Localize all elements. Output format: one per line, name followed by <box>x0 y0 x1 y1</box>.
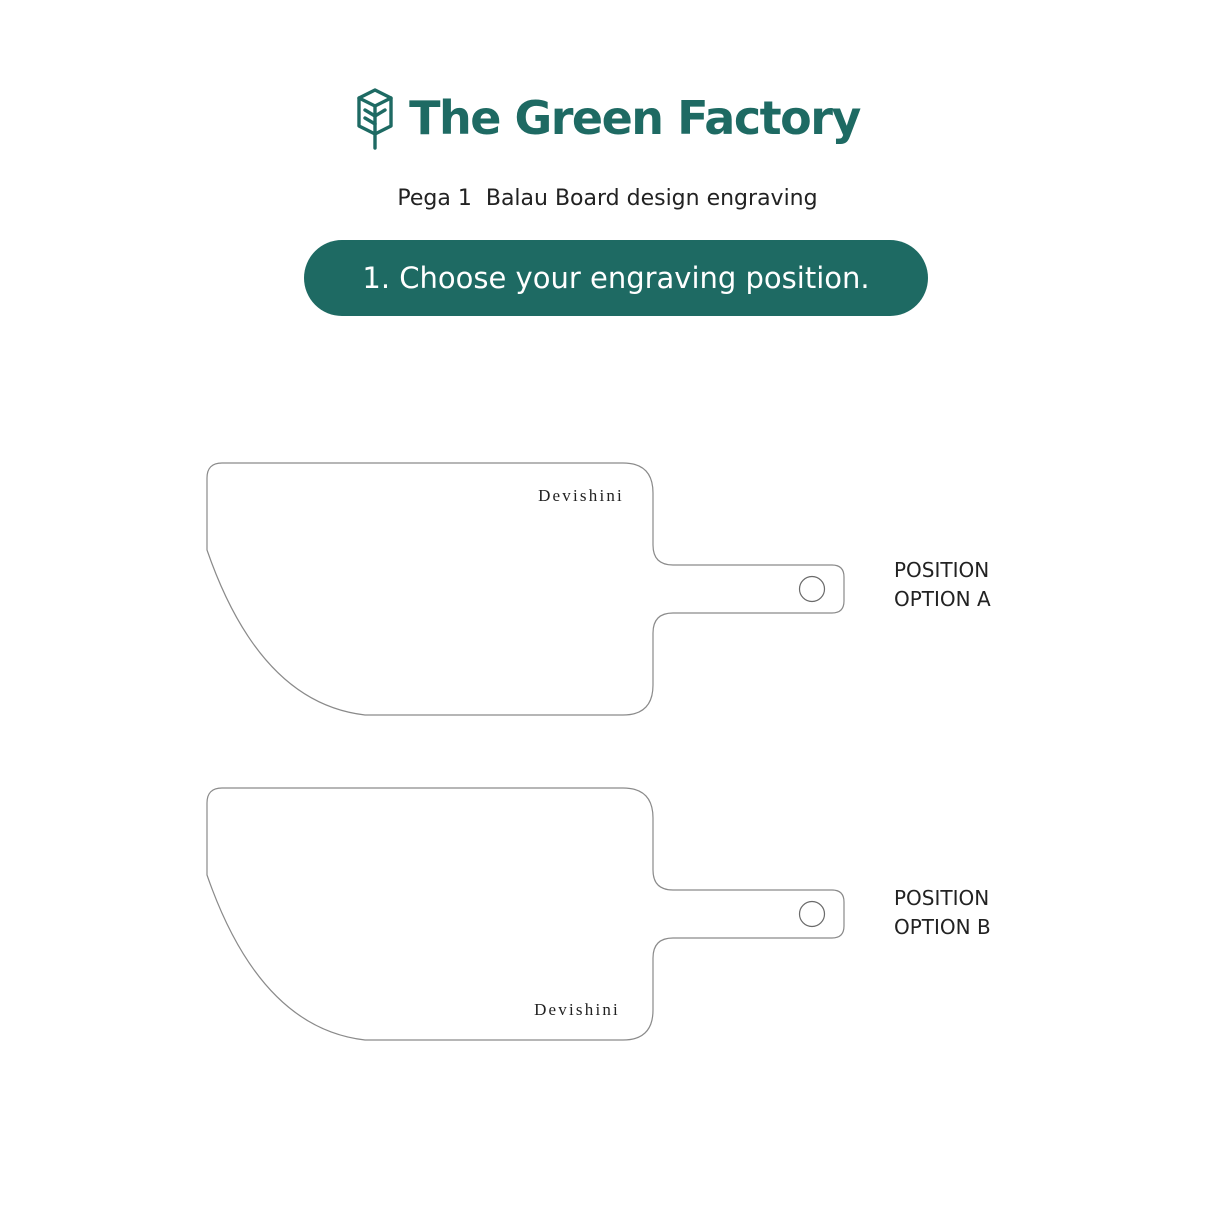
board-a-engraving-text: Devishini <box>538 486 624 505</box>
board-b-hang-hole <box>798 900 826 928</box>
board-b-engraving-text: Devishini <box>534 1000 620 1019</box>
brand-header: The Green Factory <box>0 82 1215 154</box>
brand-name: The Green Factory <box>409 91 861 145</box>
leaf-box-logo-icon <box>357 88 393 150</box>
board-a-hang-hole <box>798 575 826 603</box>
position-option-b-label[interactable]: POSITION OPTION B <box>894 884 991 942</box>
page-subtitle: Pega 1 Balau Board design engraving <box>397 186 818 211</box>
position-b-line1: POSITION <box>894 886 990 910</box>
position-a-line2: OPTION A <box>894 587 991 611</box>
position-a-line1: POSITION <box>894 558 990 582</box>
position-option-a-label[interactable]: POSITION OPTION A <box>894 556 991 614</box>
position-b-line2: OPTION B <box>894 915 991 939</box>
step-title: 1. Choose your engraving position. <box>362 261 870 295</box>
board-b-outline: Devishini <box>206 787 845 1041</box>
board-a-outline: Devishini <box>206 462 845 716</box>
step-banner: 1. Choose your engraving position. <box>304 240 928 316</box>
board-option-b[interactable]: Devishini <box>200 780 860 1050</box>
board-option-a[interactable]: Devishini <box>200 455 860 725</box>
